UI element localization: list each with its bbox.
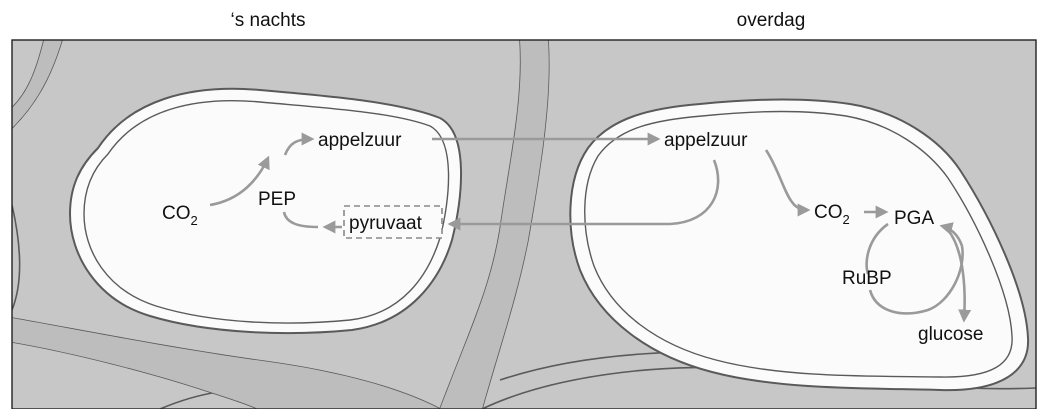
day-co2-base: CO [814, 202, 843, 223]
heading-night: ‘s nachts [231, 10, 306, 31]
night-pyruvaat-label: pyruvaat [349, 213, 423, 234]
day-co2-subscript: 2 [843, 212, 850, 227]
night-co2-base: CO [162, 203, 191, 224]
day-appelzuur-label: appelzuur [664, 130, 748, 151]
night-pep-label: PEP [258, 189, 296, 210]
day-rubp-label: RuBP [842, 268, 892, 289]
night-appelzuur-label: appelzuur [318, 130, 402, 151]
day-glucose-label: glucose [918, 324, 984, 345]
night-co2-subscript: 2 [191, 213, 198, 228]
heading-day: overdag [737, 10, 806, 31]
day-pga-label: PGA [894, 208, 934, 229]
